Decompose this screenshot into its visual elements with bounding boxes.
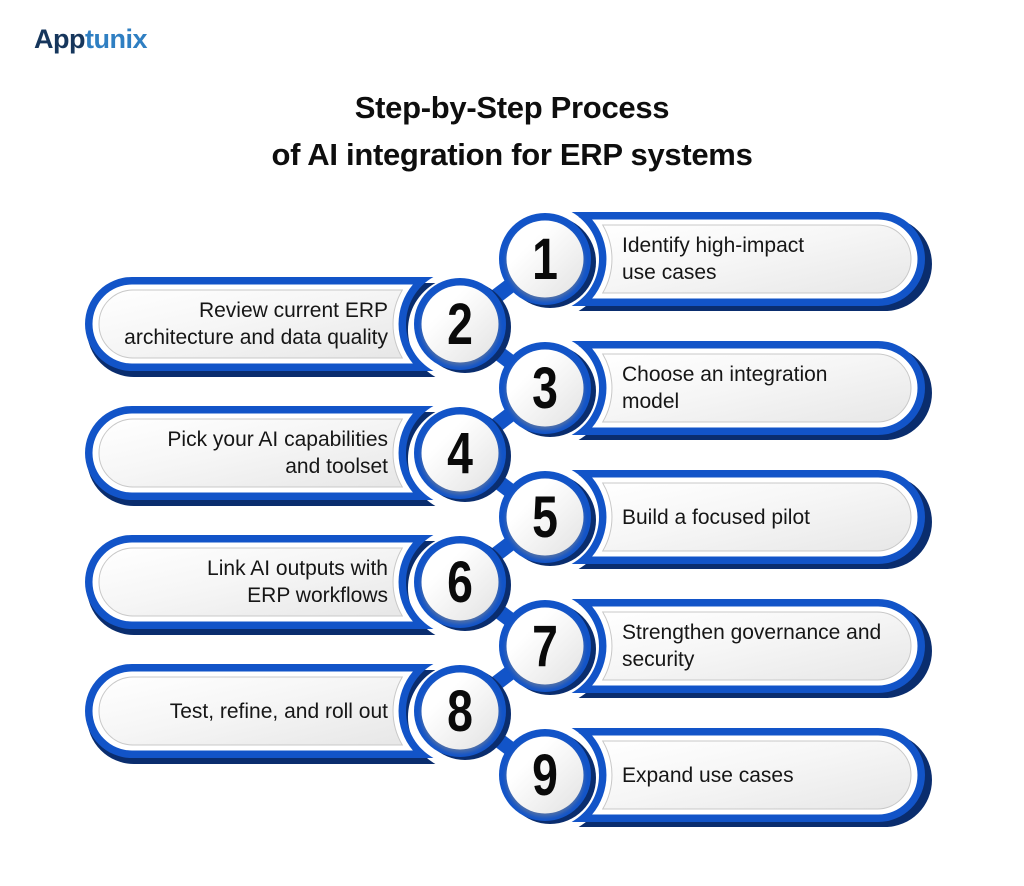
step-3-label-line-1: Choose an integration	[622, 363, 828, 386]
step-4-number: 4	[447, 420, 473, 486]
step-7-number: 7	[532, 613, 558, 679]
step-3-number: 3	[532, 355, 558, 421]
step-7-label-line-1: Strengthen governance and	[622, 621, 882, 644]
step-6-number: 6	[447, 549, 473, 615]
step-5-label-line-1: Build a focused pilot	[622, 505, 810, 529]
step-9-number: 9	[532, 742, 558, 808]
step-6-label: Link AI outputs with ERP workflows	[102, 548, 388, 616]
step-7-label-line-2: security	[622, 648, 695, 671]
step-3-label-line-2: model	[622, 390, 680, 413]
step-4-label: Pick your AI capabilities and toolset	[102, 419, 388, 487]
step-2-label-line-1: Review current ERP	[198, 299, 388, 322]
logo-text-light: tunix	[84, 24, 148, 54]
step-2-label: Review current ERP architecture and data…	[102, 290, 388, 358]
step-2-number: 2	[447, 291, 473, 357]
step-8-label: Test, refine, and roll out	[102, 677, 388, 745]
step-6-label-line-2: ERP workflows	[247, 584, 388, 607]
step-1-number: 1	[532, 226, 558, 292]
step-4-label-line-2: and toolset	[285, 455, 388, 478]
step-5-number: 5	[532, 484, 558, 550]
page-title: Step-by-Step Process of AI integration f…	[0, 84, 1024, 178]
step-1-label: Identify high-impact use cases	[622, 225, 908, 293]
step-5-label: Build a focused pilot	[622, 483, 908, 551]
step-4-label-line-1: Pick your AI capabilities	[167, 428, 388, 451]
step-9-label-line-1: Expand use cases	[622, 763, 794, 787]
apptunix-logo: Apptunix	[34, 24, 147, 55]
step-1-label-line-1: Identify high-impact	[622, 234, 805, 257]
step-2-label-line-2: architecture and data quality	[124, 326, 388, 349]
step-7-label: Strengthen governance and security	[622, 612, 908, 680]
step-8-label-line-1: Test, refine, and roll out	[169, 699, 388, 723]
logo-text-dark: App	[34, 24, 85, 54]
step-1-label-line-2: use cases	[622, 261, 717, 284]
step-3-label: Choose an integration model	[622, 354, 908, 422]
title-line-1: Step-by-Step Process	[354, 90, 670, 125]
step-6-label-line-1: Link AI outputs with	[207, 557, 388, 580]
step-9-label: Expand use cases	[622, 741, 908, 809]
title-line-2: of AI integration for ERP systems	[271, 137, 753, 172]
step-8-number: 8	[447, 678, 473, 744]
